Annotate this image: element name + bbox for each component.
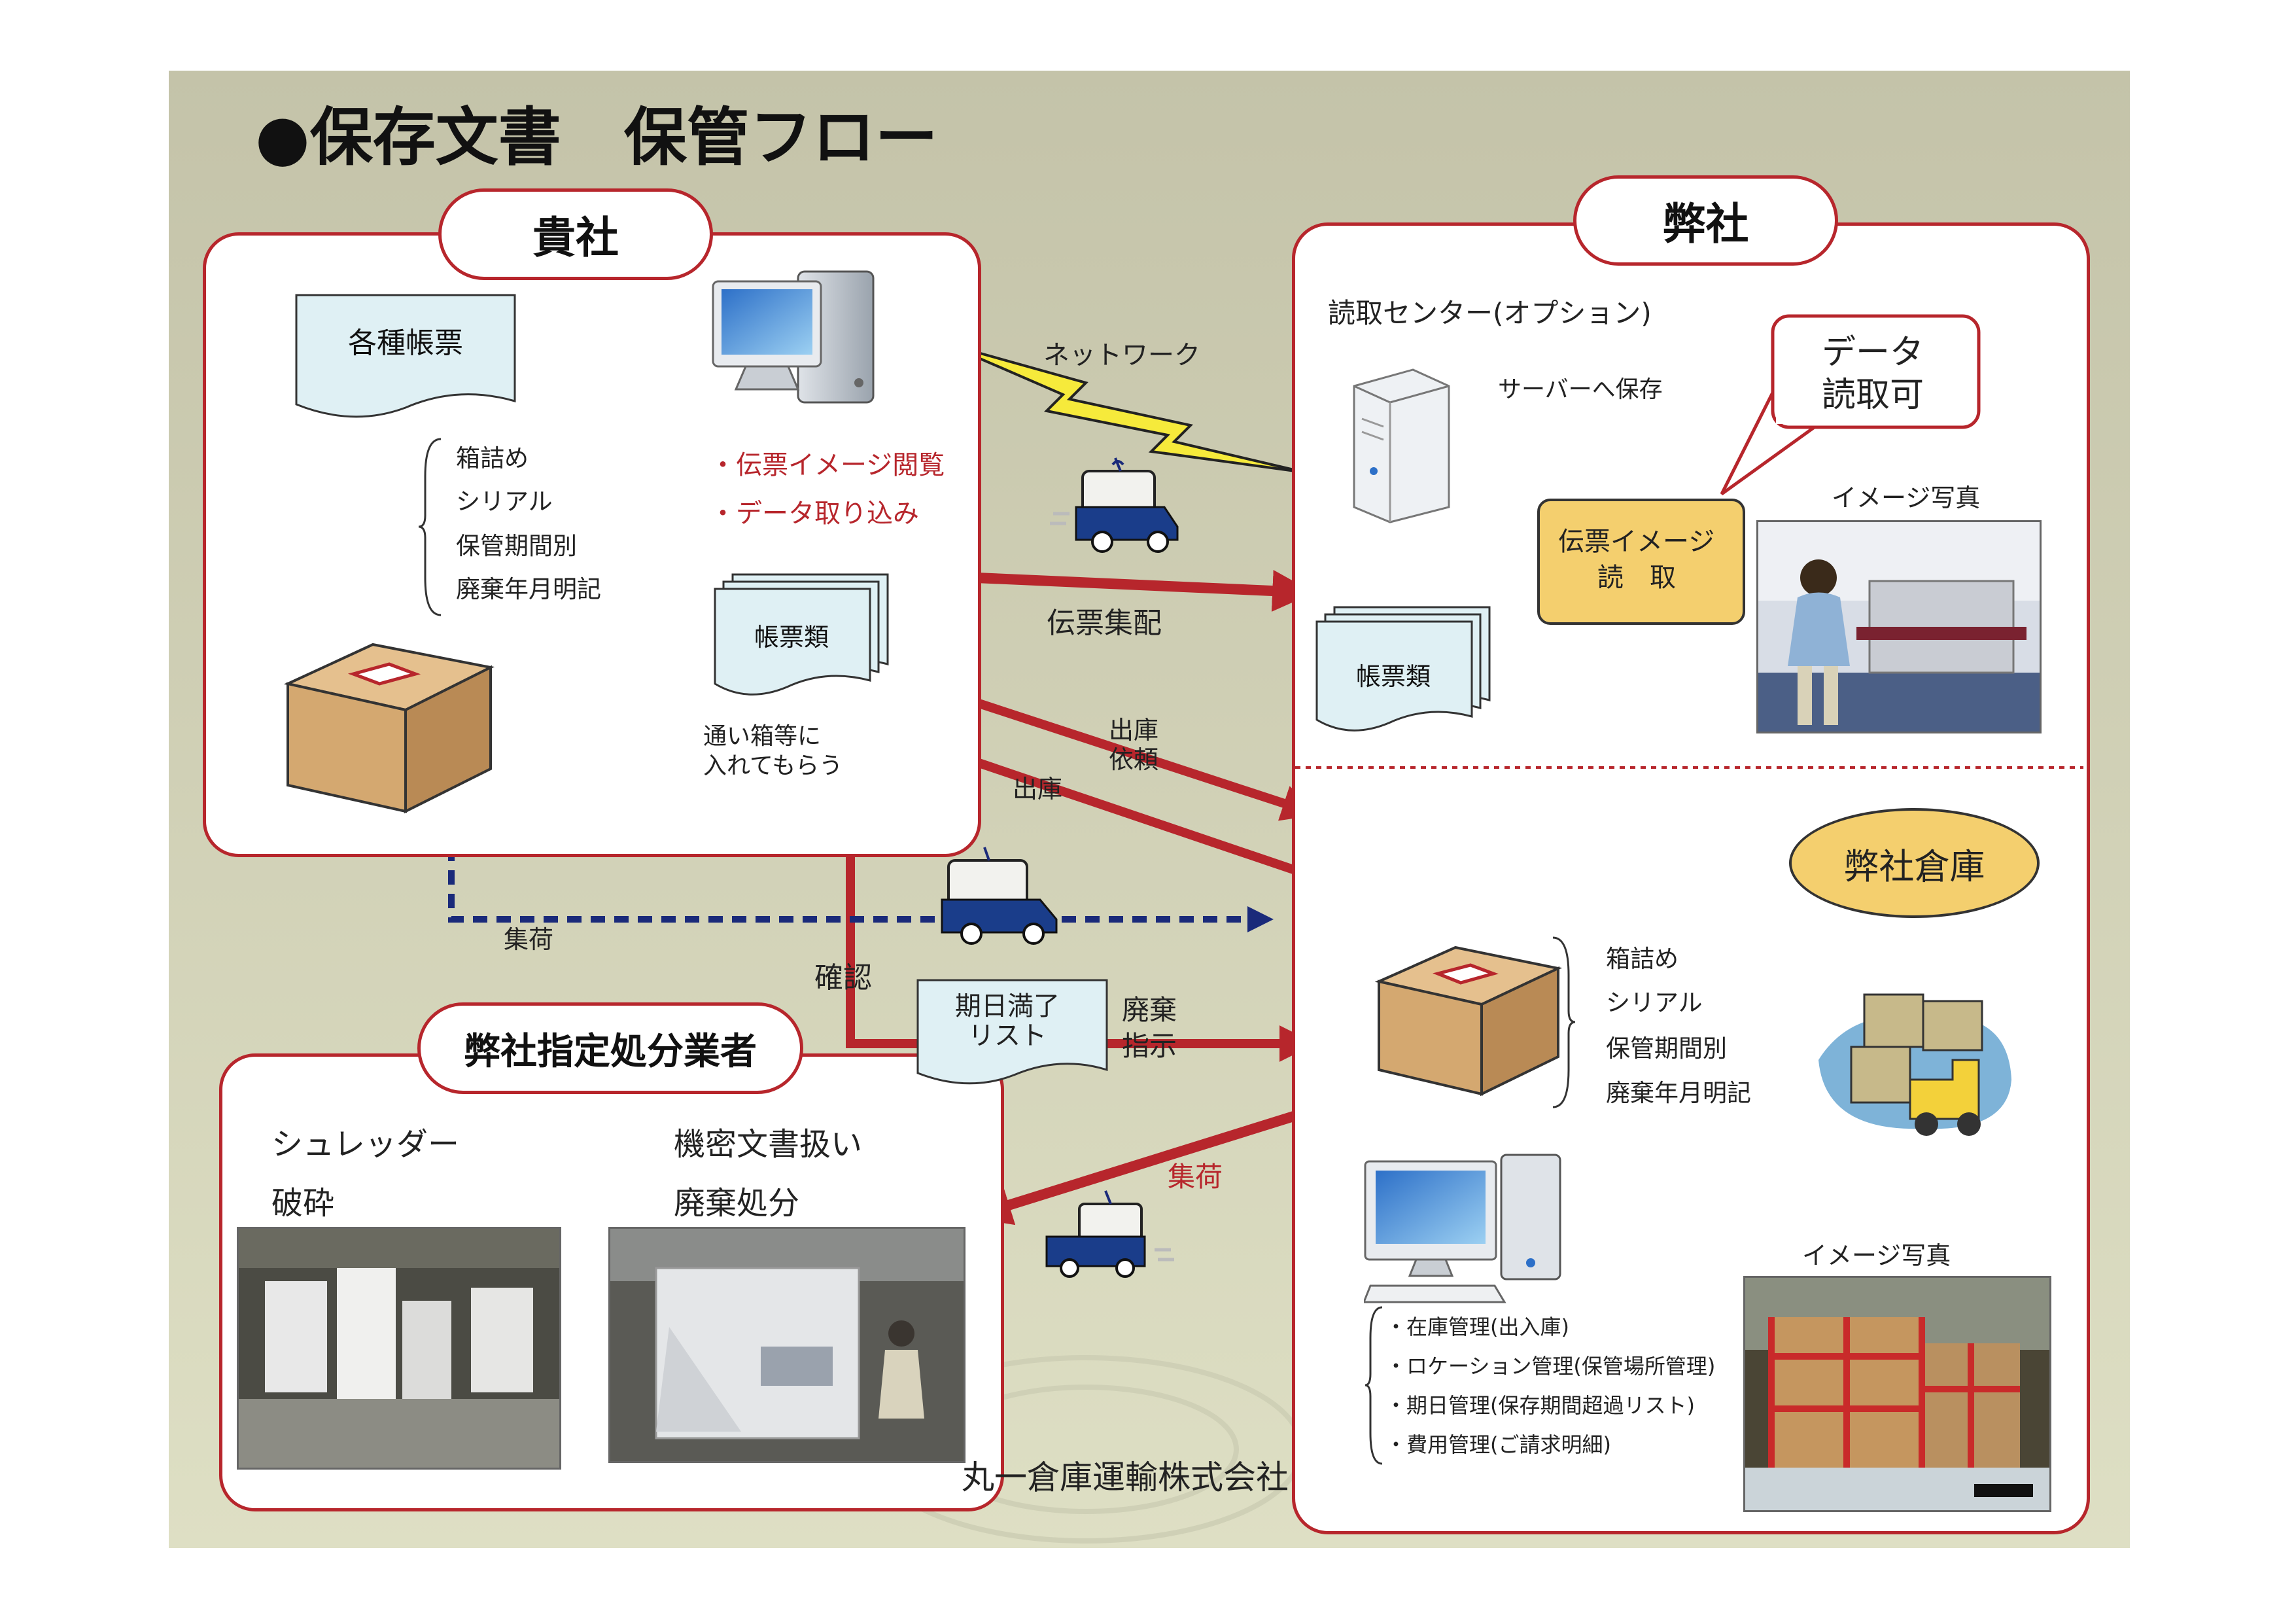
reusable-box-note: 入れてもらう [703, 752, 843, 779]
forms-stack-icon [1315, 606, 1491, 732]
out-request-arrow [927, 682, 1319, 821]
scanner-photo [1756, 520, 2042, 733]
warehouse-badge-label: 弊社倉庫 [1843, 845, 1985, 887]
pack-item: 箱詰め [1606, 945, 1679, 973]
pack-item: 保管期間別 [1606, 1034, 1727, 1063]
reading-center-label: 読取センター(オプション) [1328, 297, 1652, 329]
reusable-box-note: 通い箱等に [703, 723, 822, 750]
page-title: ●保存文書 保管フロー [255, 101, 938, 174]
various-forms-label: 各種帳票 [348, 327, 463, 360]
section-divider [1295, 766, 2083, 769]
forms-stack-icon [714, 573, 889, 696]
delivery-truck-icon [941, 847, 1058, 945]
slip-image-reader-label: 読 取 [1597, 563, 1676, 593]
brace-icon [1552, 936, 1576, 1108]
server-icon [1353, 368, 1450, 523]
image-photo-caption: イメージ写真 [1802, 1241, 1951, 1270]
dispose-instruction-label: 指示 [1122, 1030, 1177, 1062]
confidential-label: 機密文書扱い [674, 1126, 863, 1163]
out-label: 出庫 [1013, 775, 1063, 803]
company-name-footer: 丸一倉庫運輸株式会社 [962, 1458, 1289, 1496]
dispose-instruction-label: 廃棄 [1122, 994, 1177, 1026]
computer-icon [1364, 1154, 1561, 1303]
data-import-label: ・データ取り込み [710, 499, 919, 529]
pack-item: 保管期間別 [456, 532, 577, 560]
crush-label: 破砕 [271, 1185, 335, 1222]
slip-image-reader-label: 伝票イメージ [1558, 527, 1715, 557]
confirm-arrow [832, 810, 929, 1048]
expiry-list-document [916, 979, 1108, 1085]
cardboard-box-icon [1374, 945, 1563, 1097]
brace-icon [418, 438, 442, 616]
delivery-truck-icon [1045, 1190, 1174, 1278]
pack-item: 廃棄年月明記 [1606, 1079, 1751, 1107]
pack-item: シリアル [456, 487, 553, 516]
pack-item: シリアル [1606, 989, 1703, 1017]
disposal-section-label: 弊社指定処分業者 [417, 1002, 803, 1094]
image-photo-caption: イメージ写真 [1832, 484, 1981, 512]
slip-delivery-label: 伝票集配 [1047, 607, 1162, 640]
deadline-management-item: ・期日管理(保存期間超過リスト) [1385, 1393, 1695, 1418]
slip-image-reader-box [1537, 499, 1745, 625]
warehouse-photo [1743, 1276, 2051, 1512]
shredder-label: シュレッダー [271, 1126, 460, 1163]
slip-delivery-arrow [961, 570, 1315, 612]
expiry-list-label: 期日満了 [955, 991, 1060, 1021]
cardboard-box-icon [283, 643, 495, 814]
computer-icon [712, 270, 875, 404]
out-request-label: 出庫 [1109, 716, 1159, 745]
pack-item: 箱詰め [456, 444, 529, 472]
data-readable-label: 読取可 [1822, 376, 1924, 415]
disposal-machine-photo [608, 1227, 965, 1463]
confirm-label: 確認 [814, 961, 872, 995]
location-management-item: ・ロケーション管理(保管場所管理) [1385, 1354, 1716, 1379]
forklift-icon [1818, 993, 2011, 1136]
document-icon [295, 294, 516, 418]
warehouse-badge: 弊社倉庫 [1789, 808, 2040, 918]
pickup-label: 集荷 [504, 925, 554, 954]
out-request-label: 依頼 [1109, 745, 1159, 774]
forms-label: 帳票類 [1355, 662, 1431, 691]
data-readable-label: データ [1822, 333, 1924, 372]
delivery-truck-icon [1050, 457, 1179, 553]
brace-icon [1365, 1306, 1383, 1465]
save-to-server-label: サーバーへ保存 [1498, 376, 1663, 403]
disposal-label: 廃棄処分 [674, 1185, 800, 1222]
pack-item: 廃棄年月明記 [456, 575, 601, 603]
forms-label: 帳票類 [754, 622, 829, 652]
network-label: ネットワーク [1043, 340, 1200, 370]
pickup-label: 集荷 [1168, 1161, 1223, 1193]
pickup-disposal-arrow [969, 1097, 1340, 1226]
company-section-label: 弊社 [1573, 175, 1838, 266]
expiry-list-label: リスト [968, 1021, 1047, 1051]
out-arrow [909, 733, 1307, 878]
slip-image-view-label: ・伝票イメージ閲覧 [710, 450, 945, 480]
client-section-label: 貴社 [438, 188, 713, 280]
cost-management-item: ・費用管理(ご請求明細) [1385, 1432, 1611, 1457]
callout-bubble [1720, 314, 1981, 496]
shredded-paper-photo [237, 1227, 561, 1470]
inventory-management-item: ・在庫管理(出入庫) [1385, 1315, 1569, 1339]
